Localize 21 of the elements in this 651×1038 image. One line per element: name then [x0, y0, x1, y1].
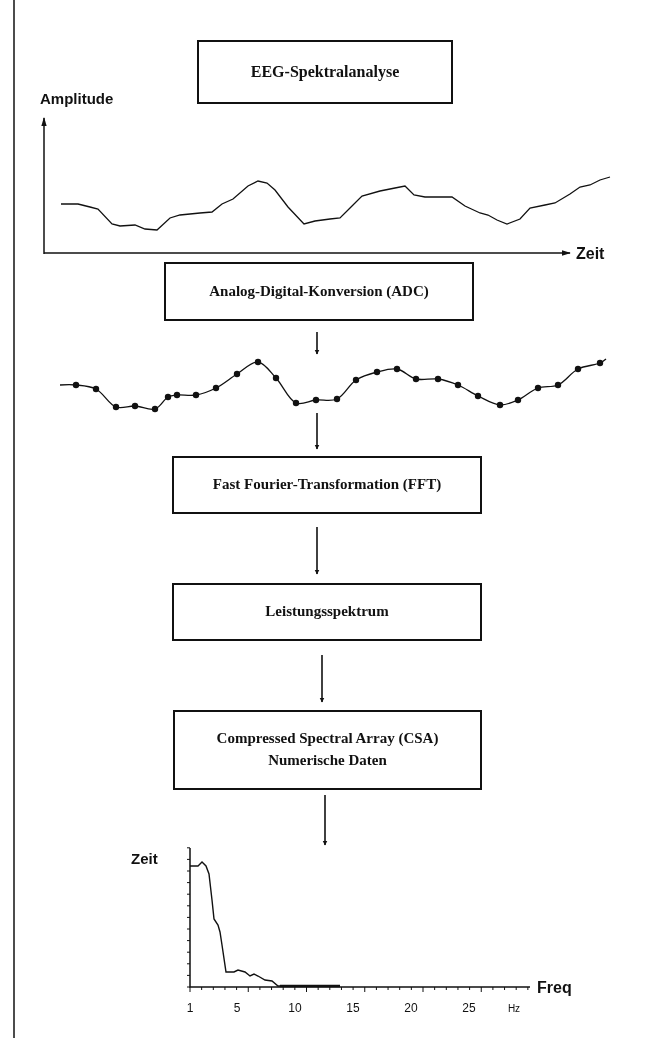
arrow	[314, 331, 320, 355]
process-box: Analog-Digital-Konversion (ADC)	[164, 262, 474, 321]
process-box: EEG-Spektralanalyse	[197, 40, 453, 104]
tick-label: 25	[462, 1002, 476, 1014]
tick-label: 15	[346, 1002, 360, 1014]
arrow	[314, 526, 320, 575]
arrow	[319, 654, 325, 703]
arrow	[314, 412, 320, 450]
tick-label: 10	[288, 1002, 302, 1014]
process-box: Leistungsspektrum	[172, 583, 482, 641]
process-box: Fast Fourier-Transformation (FFT)	[172, 456, 482, 514]
process-box: Compressed Spectral Array (CSA) Numerische Daten	[173, 710, 482, 790]
tick-label: 5	[233, 1002, 241, 1014]
unit-label: Hz	[507, 1004, 521, 1014]
tick-label: 20	[404, 1002, 418, 1014]
axis-label: Freq	[537, 980, 572, 996]
axis-label: Zeit	[131, 851, 158, 866]
axis-label: Zeit	[576, 246, 605, 262]
axis-label: Amplitude	[40, 91, 114, 106]
arrow	[322, 794, 328, 846]
tick-label: 1	[186, 1002, 194, 1014]
